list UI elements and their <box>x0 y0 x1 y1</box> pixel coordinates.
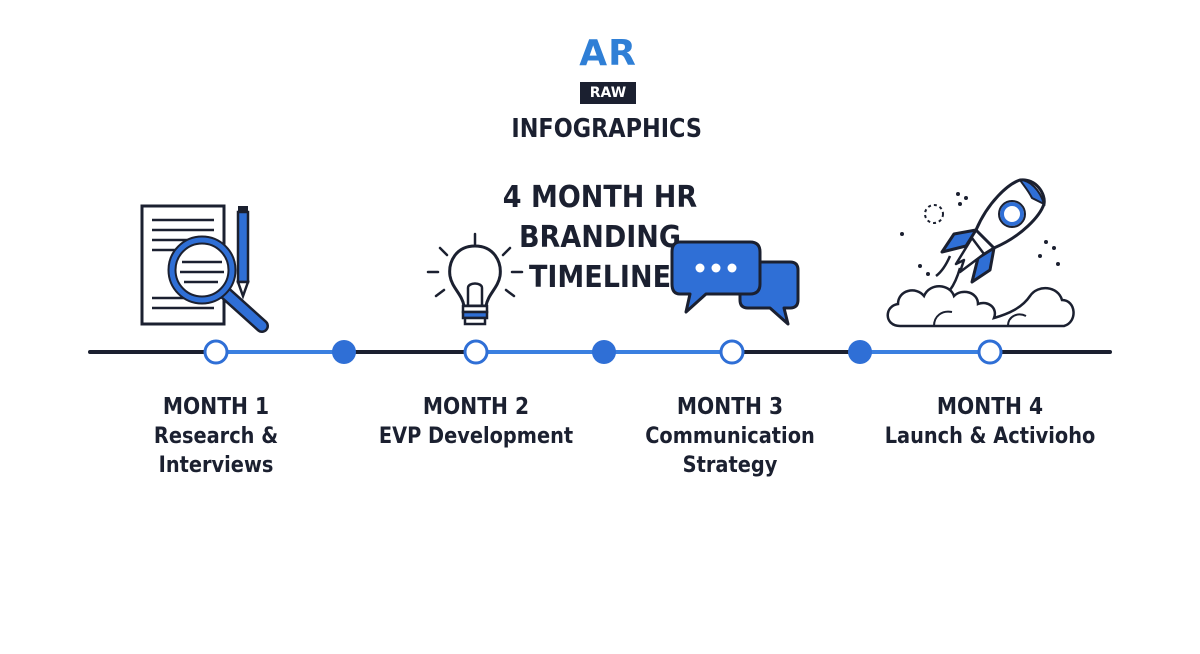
month-2-label: MONTH 2 <box>422 394 530 420</box>
title-line-1: 4 MONTH HR BRANDING <box>502 180 698 255</box>
timeline-dot-1 <box>332 340 356 364</box>
month-4-block: MONTH 4 Launch & Activioho <box>870 392 1110 451</box>
month-1-desc-line-1: Research & <box>153 424 279 449</box>
month-2-desc-line-1: EVP Development <box>378 424 574 449</box>
timeline-node-month-4 <box>977 339 1003 365</box>
chat-bubbles-icon <box>670 240 800 326</box>
month-3-block: MONTH 3 Communication Strategy <box>610 392 850 480</box>
month-4-desc-line-1: Launch & Activioho <box>884 424 1096 449</box>
logo-tagline: INFOGRAPHICS <box>511 114 702 144</box>
month-1-desc-line-2: Interviews <box>158 453 274 478</box>
month-1-label: MONTH 1 <box>162 394 270 420</box>
title-line-2: TIMELINE <box>528 260 672 295</box>
timeline-node-month-2 <box>463 339 489 365</box>
timeline-node-month-1 <box>203 339 229 365</box>
month-2-block: MONTH 2 EVP Development <box>356 392 596 451</box>
rocket-icon <box>886 178 1075 328</box>
month-1-block: MONTH 1 Research & Interviews <box>96 392 336 480</box>
logo-sub-badge: RAW <box>580 82 636 104</box>
month-3-label: MONTH 3 <box>676 394 784 420</box>
timeline-node-month-3 <box>719 339 745 365</box>
month-4-label: MONTH 4 <box>936 394 1044 420</box>
timeline-dot-2 <box>592 340 616 364</box>
timeline-dot-3 <box>848 340 872 364</box>
logo-brand: AR <box>579 33 637 74</box>
document-search-icon <box>140 204 269 333</box>
lightbulb-icon <box>426 232 524 326</box>
month-3-desc-line-1: Communication <box>645 424 815 449</box>
page-title: 4 MONTH HR BRANDING TIMELINE <box>438 178 762 298</box>
month-3-desc-line-2: Strategy <box>682 453 778 478</box>
